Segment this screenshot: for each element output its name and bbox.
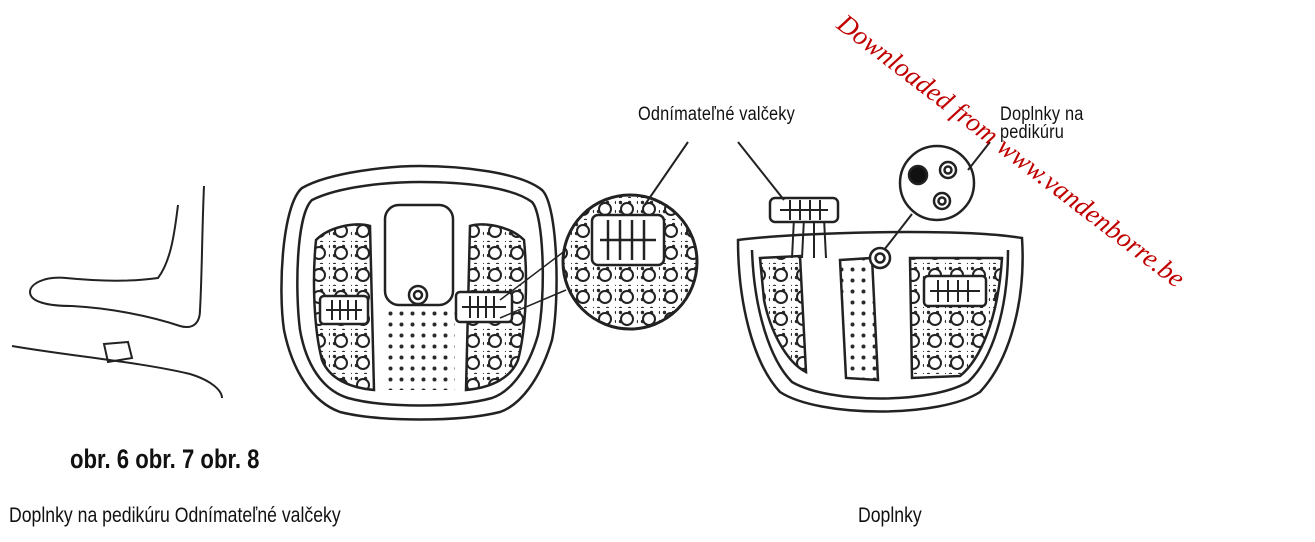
pedicure-callout-label-line1: Doplnky na bbox=[1000, 104, 1084, 125]
pedicure-callout-label-line2: pedikúru bbox=[1000, 122, 1065, 143]
caption-left: Doplnky na pedikúru Odnímateľné valčeky bbox=[9, 504, 341, 527]
detached-roller bbox=[768, 196, 840, 224]
footbath-side-view bbox=[736, 217, 1024, 413]
caption-right: Doplnky bbox=[858, 504, 922, 527]
figure-labels: obr. 6 obr. 7 obr. 8 bbox=[70, 444, 260, 474]
rollers-callout-label: Odnímateľné valčeky bbox=[638, 104, 795, 125]
foot-illustration bbox=[11, 185, 223, 399]
footbath-top-view bbox=[280, 164, 567, 421]
callout-leader-lines bbox=[643, 141, 991, 251]
roller-detail-zoom bbox=[561, 193, 699, 331]
pedicure-attachments-detail bbox=[898, 144, 976, 222]
